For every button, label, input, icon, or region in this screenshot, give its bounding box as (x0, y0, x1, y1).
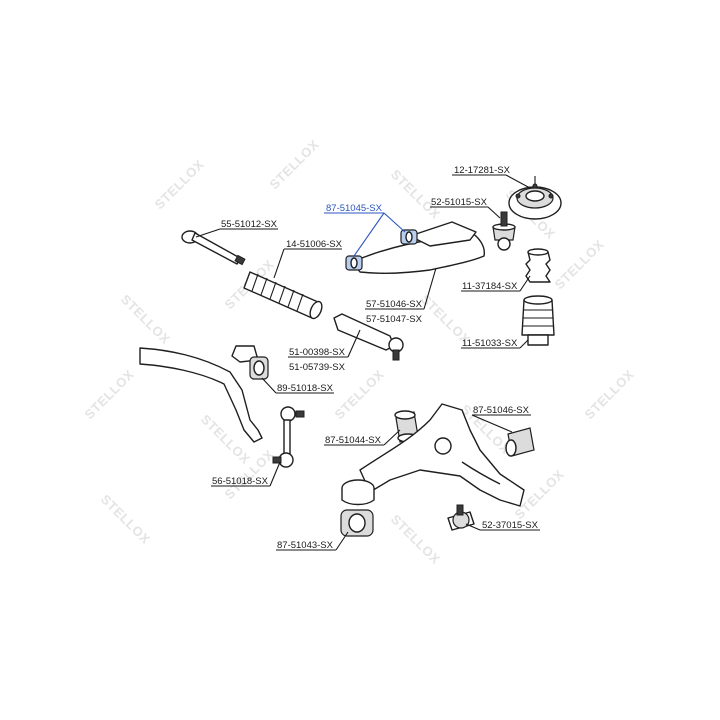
watermark-text: STELLOX (82, 367, 137, 422)
label-14-51006[interactable]: 14-51006-SX (286, 239, 343, 250)
label-57-51046[interactable]: 57-51046-SX (366, 299, 423, 310)
label-52-37015[interactable]: 52-37015-SX (482, 520, 539, 531)
label-87-51044[interactable]: 87-51044-SX (325, 435, 382, 446)
part-dust-boot[interactable] (521, 295, 555, 346)
label-56-51018[interactable]: 56-51018-SX (212, 476, 269, 487)
label-87-51045[interactable]: 87-51045-SX (326, 203, 383, 214)
watermark-text: STELLOX (552, 237, 607, 292)
label-55-51012[interactable]: 55-51012-SX (221, 219, 278, 230)
watermark-text: STELLOX (98, 492, 153, 547)
watermark-text: STELLOX (118, 292, 173, 347)
watermark-text: STELLOX (388, 167, 443, 222)
part-lower-arm-bushing-rear[interactable] (505, 427, 535, 457)
label-87-51043[interactable]: 87-51043-SX (277, 540, 334, 551)
label-11-51033[interactable]: 11-51033-SX (462, 338, 518, 349)
label-51-05739[interactable]: 51-05739-SX (289, 362, 346, 373)
part-stabilizer-bar[interactable] (139, 347, 263, 443)
part-strut-mount[interactable] (508, 176, 562, 220)
watermark-text: STELLOX (388, 512, 443, 567)
watermark-text: STELLOX (267, 137, 322, 192)
part-stabilizer-link[interactable] (272, 406, 305, 468)
labels-layer: 12-17281-SX 87-51045-SX 52-51015-SX 55-5… (195, 165, 540, 551)
part-stabilizer-bushing[interactable] (231, 345, 269, 380)
label-89-51018[interactable]: 89-51018-SX (277, 383, 334, 394)
label-52-51015[interactable]: 52-51015-SX (431, 197, 488, 208)
part-inner-tie-rod[interactable] (181, 230, 246, 266)
label-51-00398[interactable]: 51-00398-SX (289, 347, 346, 358)
watermark-text: STELLOX (582, 367, 637, 422)
label-87-51046[interactable]: 87-51046-SX (473, 405, 530, 416)
watermark-text: STELLOX (152, 157, 207, 212)
part-upper-control-arm[interactable] (345, 221, 485, 275)
part-rack-boot[interactable] (243, 271, 324, 320)
part-tie-rod-end[interactable] (333, 313, 404, 361)
label-12-17281[interactable]: 12-17281-SX (454, 165, 511, 176)
part-lower-ball-joint[interactable] (447, 504, 475, 531)
part-lower-arm-bushing-large[interactable] (340, 479, 375, 537)
watermark-text: STELLOX (332, 367, 387, 422)
part-upper-ball-joint[interactable] (492, 211, 516, 251)
label-11-37184[interactable]: 11-37184-SX (462, 281, 518, 292)
part-lower-control-arm[interactable] (359, 403, 525, 507)
label-57-51047[interactable]: 57-51047-SX (366, 314, 423, 325)
part-bump-stop[interactable] (525, 248, 551, 283)
